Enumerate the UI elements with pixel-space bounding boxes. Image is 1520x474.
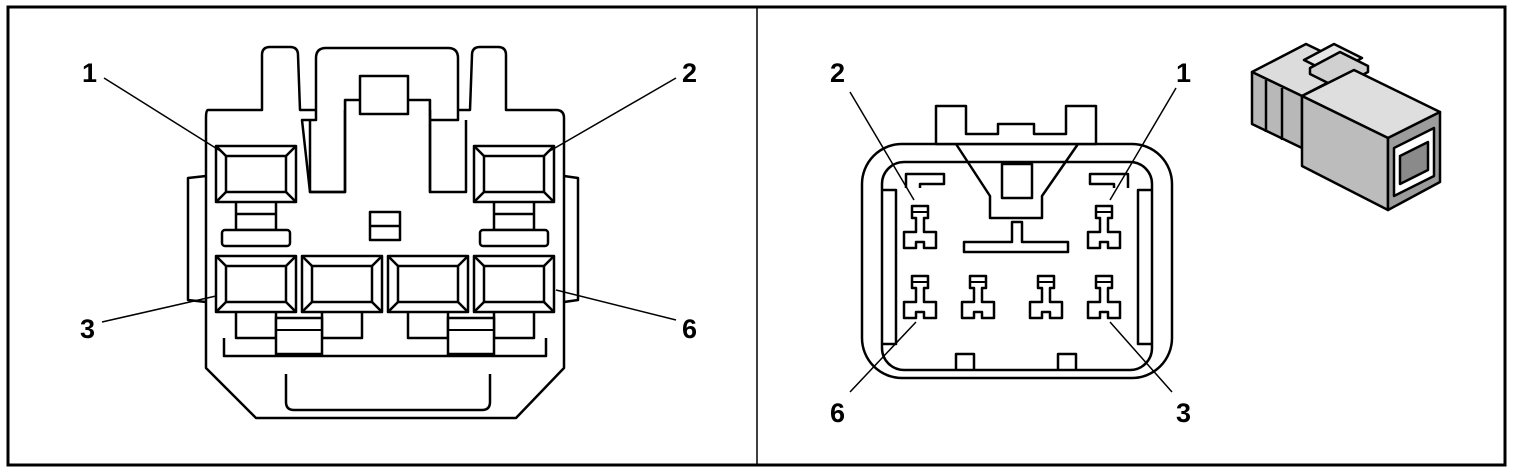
left-cavity-4-inner: [310, 264, 374, 304]
right-bottom-notches: [954, 352, 1078, 370]
left-cavity-3: [214, 254, 298, 340]
right-guide-left: [904, 172, 946, 188]
left-bottom-rail: [222, 338, 548, 358]
callout-r3: 3: [1176, 398, 1191, 428]
connector-isometric-icon: [1250, 42, 1442, 212]
left-callout-lines: [101, 77, 677, 323]
callout-r2: 2: [830, 58, 845, 88]
callout-r6: 6: [830, 398, 845, 428]
right-side-bar-right: [1136, 188, 1152, 346]
left-cavity-5: [386, 254, 470, 340]
right-callout-lines: [849, 87, 1177, 393]
right-socket-6-outline: [902, 274, 938, 320]
callout-l2: 2: [682, 58, 697, 88]
callout-l6: 6: [682, 314, 697, 344]
right-socket-1-outline: [1086, 204, 1122, 250]
left-center-channel-r: [428, 110, 468, 194]
left-side-rib-right: [563, 174, 580, 304]
left-lock-window: [358, 74, 410, 116]
callout-r1: 1: [1176, 58, 1191, 88]
left-cavity-3-inner: [224, 264, 288, 304]
left-cavity-1: [214, 144, 298, 248]
right-socket-4-outline: [1028, 274, 1064, 320]
left-cavity-6: [472, 254, 556, 340]
left-cavity-6-bevel: [473, 255, 555, 313]
right-center-rib: [962, 220, 1070, 254]
right-socket-3: [1086, 274, 1122, 320]
right-latch-tower: [934, 104, 1098, 146]
right-guide-right: [1088, 172, 1130, 188]
left-cavity-1-inner: [224, 154, 288, 194]
callout-l1: 1: [82, 58, 97, 88]
right-socket-group: [902, 204, 1122, 320]
leader-line-l2: [547, 77, 677, 153]
left-cavity-3-bevel: [215, 255, 297, 313]
right-inner-shell: [880, 160, 1154, 372]
leader-line-l1: [103, 77, 223, 153]
right-socket-2: [902, 204, 938, 250]
leader-line-r1: [1109, 87, 1177, 201]
left-cavity-2: [472, 144, 556, 248]
right-socket-5: [960, 274, 996, 320]
leader-line-r3: [1109, 321, 1173, 393]
right-socket-6: [902, 274, 938, 320]
leader-line-r6: [849, 321, 917, 393]
right-inner-lock: [954, 143, 1080, 220]
left-cavity-group: [214, 144, 556, 356]
right-side-bar-left: [882, 188, 898, 346]
leader-line-r2: [849, 91, 915, 201]
left-cavity-6-inner: [482, 264, 546, 304]
left-cavity-5-bevel: [387, 255, 469, 313]
leader-line-l6: [555, 289, 677, 321]
right-socket-4: [1028, 274, 1064, 320]
right-socket-5-outline: [960, 274, 996, 320]
leader-line-l3: [101, 295, 217, 323]
left-cavity-2-foot: [478, 228, 550, 248]
left-lock-tab-1: [274, 316, 324, 356]
iso-face-inner: [1398, 140, 1430, 186]
left-center-channel: [308, 110, 347, 194]
right-socket-2-outline: [902, 204, 938, 250]
left-cavity-4-bevel: [301, 255, 383, 313]
right-inner-lock-window: [1000, 162, 1034, 200]
callout-l3: 3: [80, 314, 95, 344]
right-connector-end: [860, 104, 1174, 380]
left-cavity-1-foot: [220, 228, 292, 248]
left-bottom-latch: [284, 374, 492, 412]
right-socket-3-outline: [1086, 274, 1122, 320]
left-cavity-5-inner: [396, 264, 460, 304]
left-lock-tab-2: [446, 316, 496, 356]
left-cavity-2-inner: [482, 154, 546, 194]
right-socket-1: [1086, 204, 1122, 250]
